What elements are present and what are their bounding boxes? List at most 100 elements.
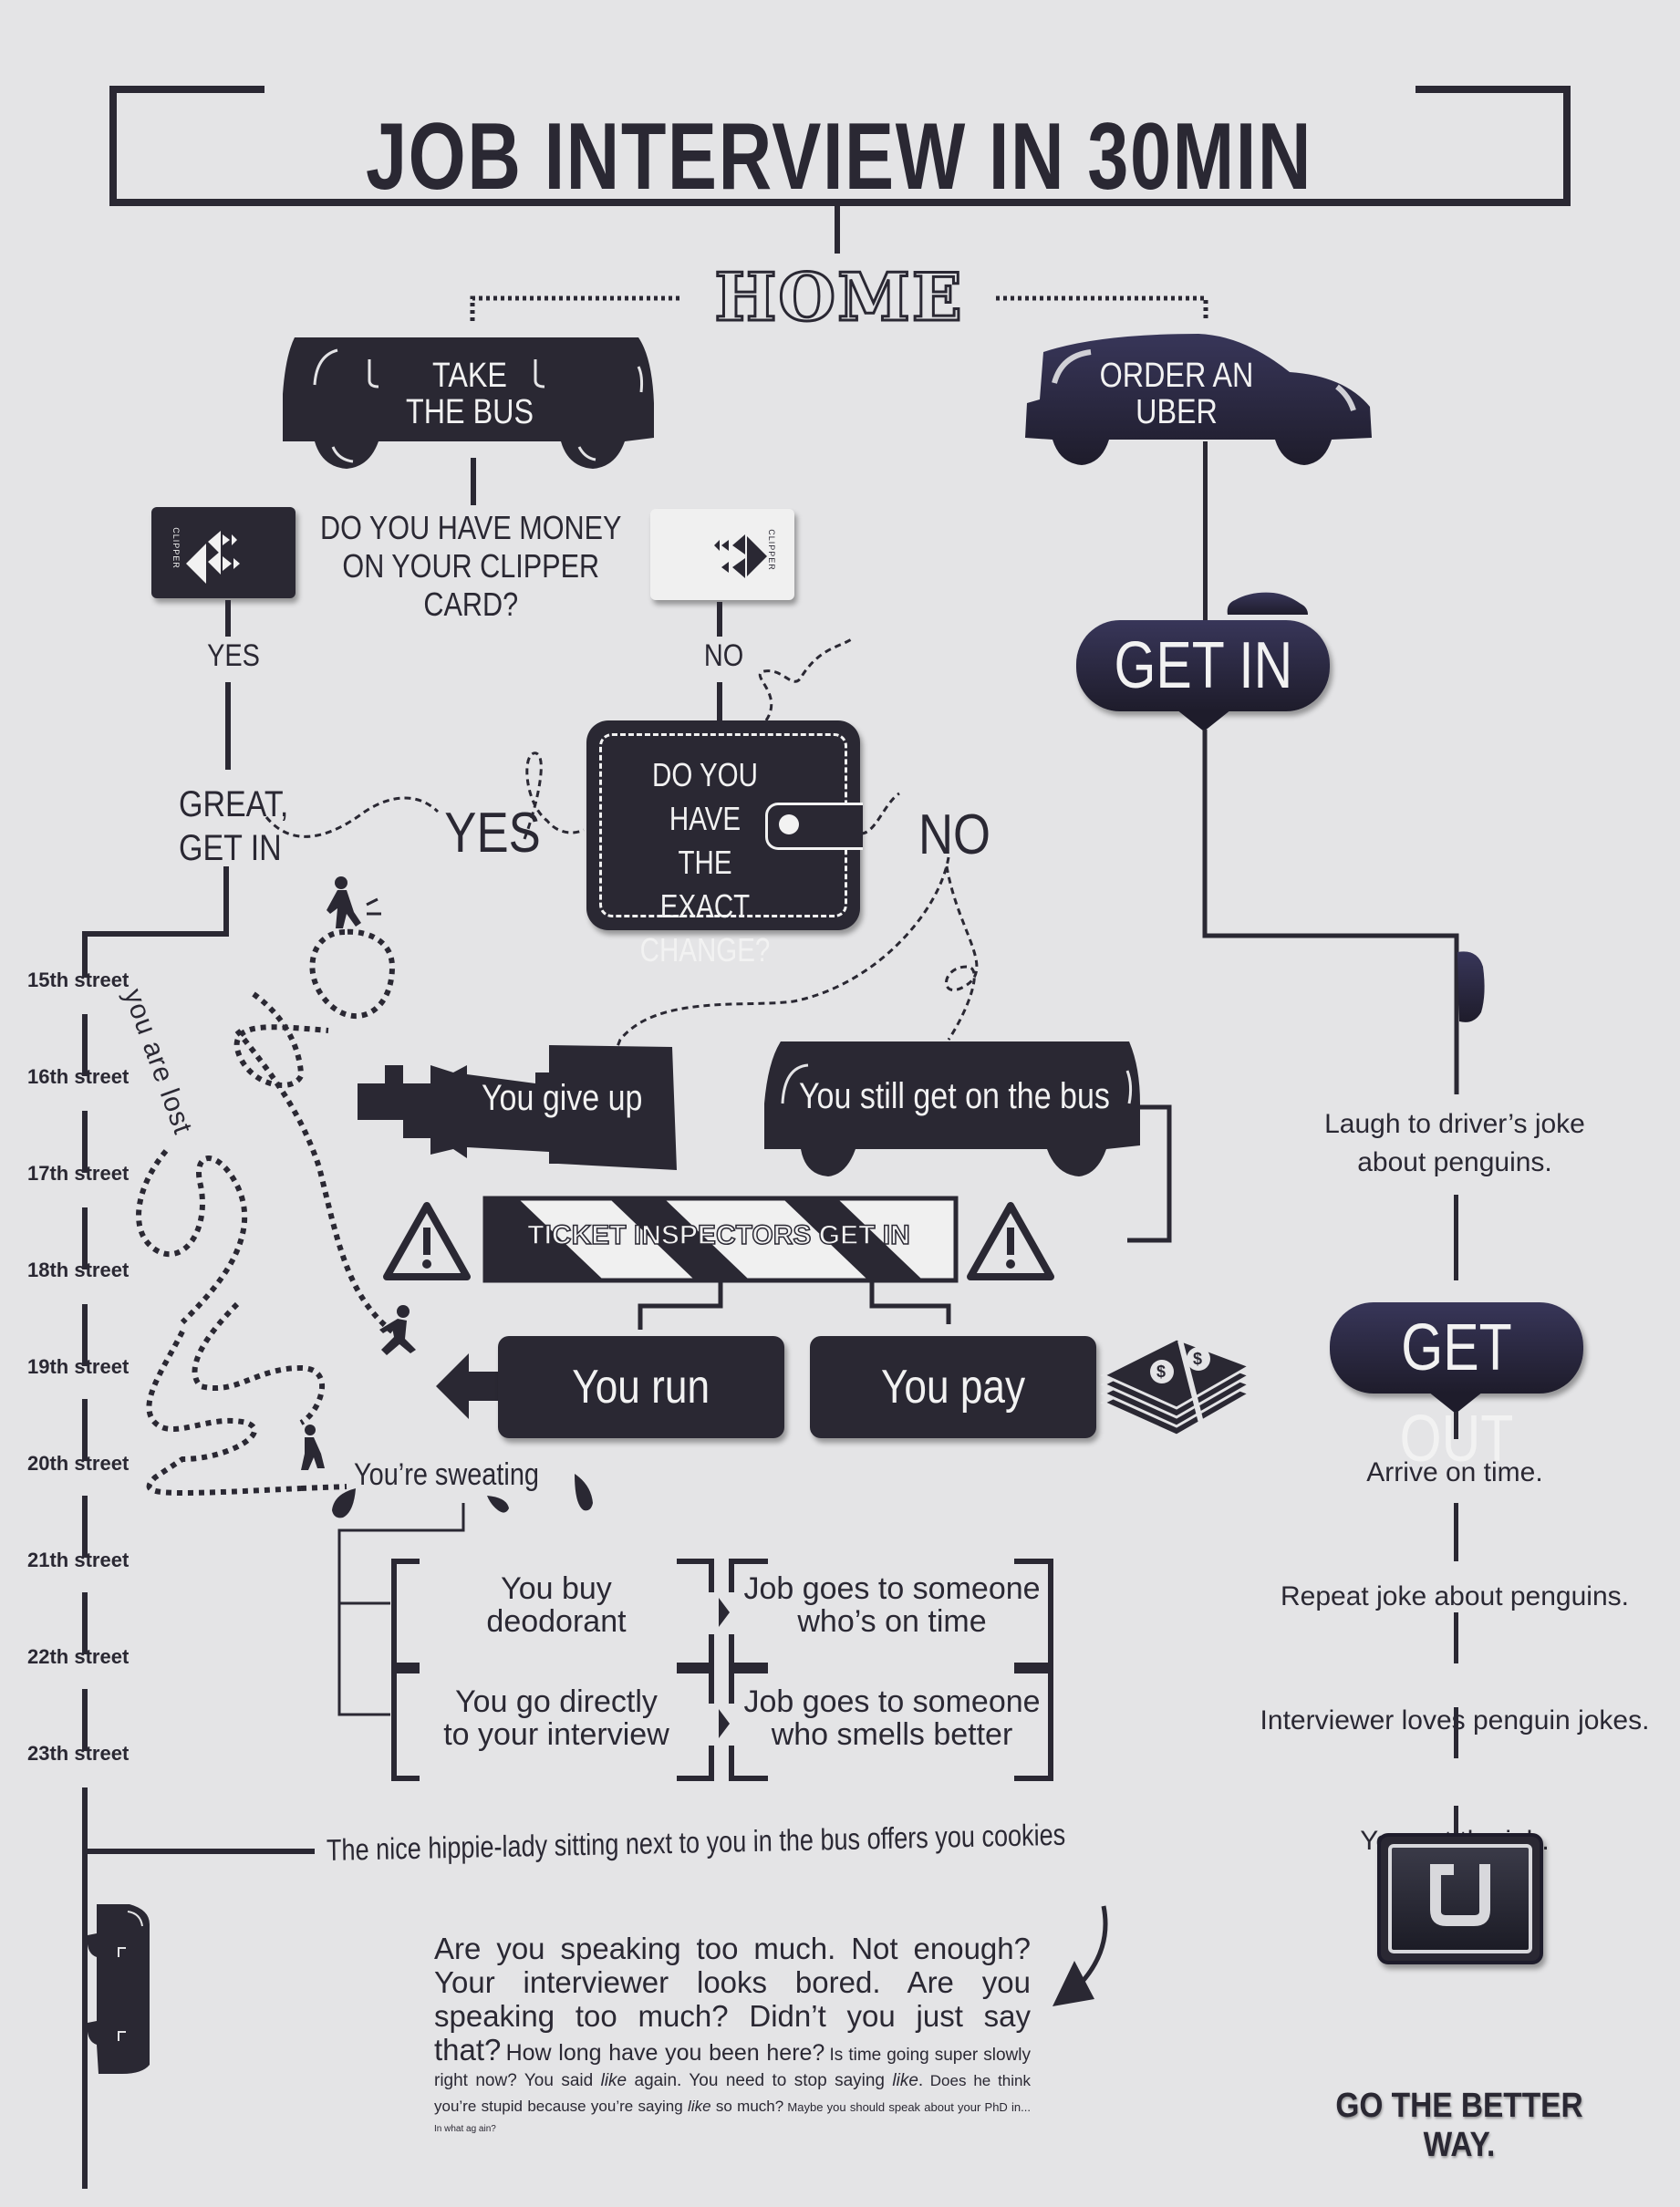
route-line — [1127, 1104, 1172, 1243]
like-emphasis: like — [688, 2098, 711, 2115]
uber-car-icon — [1025, 334, 1372, 465]
outcome-choice-2-line1: You go directly — [455, 1684, 658, 1719]
you-pay-label: You pay — [880, 1361, 1026, 1414]
connector — [471, 458, 476, 505]
order-uber-line1: ORDER AN — [1099, 357, 1254, 395]
clipper-no-label: NO — [703, 638, 744, 673]
clipper-card-dark-icon: CLIPPER — [151, 507, 296, 598]
clipper-question-line2: ON YOUR CLIPPER CARD? — [342, 547, 600, 623]
ticket-inspectors-banner — [482, 1196, 959, 1283]
you-run-label: You run — [572, 1361, 710, 1414]
street-label: 17th street — [27, 1162, 130, 1185]
clipper-card-light-icon: CLIPPER — [650, 509, 794, 600]
route-line — [638, 1280, 951, 1330]
street-label: 19th street — [27, 1355, 130, 1378]
outcome-choice-1: You buy deodorant — [415, 1572, 698, 1638]
ticket-inspectors-label: TICKET INSPECTORS GET IN — [527, 1219, 911, 1251]
uber-step-arrive: Arrive on time. — [1366, 1457, 1543, 1487]
street-label: 15th street — [27, 969, 130, 991]
connector — [225, 682, 231, 770]
wallet-question-line3: CHANGE? — [639, 931, 771, 969]
warning-icon — [967, 1202, 1054, 1280]
wallet-clasp-icon — [765, 803, 863, 850]
outcome-choice-2: You go directly to your interview — [415, 1685, 698, 1751]
fallen-chess-king-icon — [358, 1045, 677, 1170]
order-uber-label: ORDER AN UBER — [1099, 357, 1254, 430]
street-label: 23th street — [27, 1742, 130, 1765]
anxiety-text-large: Are you speaking too much. Not enough? Y… — [434, 1932, 1031, 2067]
great-get-in-label: GREAT, GET IN — [179, 782, 288, 870]
street-label: 18th street — [27, 1259, 130, 1281]
route-line — [82, 866, 229, 965]
walking-person-icon — [327, 876, 381, 928]
connector — [225, 600, 231, 637]
connector — [717, 682, 722, 724]
svg-text:$: $ — [1193, 1350, 1202, 1368]
anxiety-text-small: again. You need to stop saying — [627, 2071, 893, 2090]
bus-icon — [764, 1041, 1140, 1176]
wallet-question-line2: THE EXACT — [659, 844, 751, 925]
wallet-question-line1: DO YOU HAVE — [652, 756, 758, 837]
sweating-label: You’re sweating — [354, 1457, 539, 1492]
street-label: 20th street — [27, 1452, 130, 1475]
outcome-result-2: Job goes to someone who smells better — [737, 1685, 1047, 1751]
uber-logo-icon — [1377, 1833, 1543, 1964]
page-title: JOB INTERVIEW IN 30MIN — [366, 104, 1312, 210]
clipper-question: DO YOU HAVE MONEY ON YOUR CLIPPER CARD? — [312, 509, 630, 624]
wallet-no-label: NO — [918, 803, 991, 866]
bus-icon — [283, 337, 654, 469]
small-car-icon — [1227, 592, 1308, 615]
pill-pointer — [1177, 710, 1231, 731]
get-in-node: GET IN — [1076, 620, 1330, 711]
anxiety-text-small: . — [918, 2071, 924, 2090]
still-get-on-bus-node: You still get on the bus — [799, 1076, 1110, 1116]
great-get-in-line2: GET IN — [179, 828, 282, 868]
get-out-node: GET OUT — [1330, 1302, 1583, 1476]
tagline: GO THE BETTER WAY. — [1335, 2087, 1583, 2164]
anxiety-paragraph: Are you speaking too much. Not enough? Y… — [434, 1932, 1031, 2136]
sweat-drop-icon — [332, 1488, 356, 1518]
connector — [717, 602, 722, 637]
connector — [1454, 1707, 1458, 1758]
you-run-node: You run — [498, 1336, 784, 1438]
you-pay-node: You pay — [810, 1336, 1096, 1438]
street-route-line — [82, 965, 315, 2189]
connector — [1454, 1612, 1458, 1663]
outcome-choice-2-line2: to your interview — [443, 1717, 669, 1752]
wallet-question-node: DO YOU HAVE THE EXACT CHANGE? — [586, 720, 863, 969]
take-bus-label-line1: TAKE — [432, 357, 507, 395]
pill-pointer — [1428, 1392, 1483, 1414]
clipper-question-line1: DO YOU HAVE MONEY — [320, 509, 622, 546]
walking-person-icon — [301, 1425, 325, 1470]
outcome-result-2-line1: Job goes to someone — [743, 1684, 1041, 1719]
anxiety-text-tiniest: In what ag ain? — [434, 2124, 496, 2134]
clipper-yes-label: YES — [207, 638, 260, 673]
money-stack-icon: $ $ — [1100, 1337, 1253, 1437]
svg-text:$: $ — [1156, 1363, 1166, 1381]
curved-arrow-icon — [1053, 1905, 1108, 2006]
running-person-icon — [379, 1305, 416, 1355]
anxiety-text-medium: How long have you been here? — [505, 2040, 825, 2066]
home-start-node: HOME — [713, 258, 964, 336]
connector — [1454, 1503, 1458, 1561]
outcome-result-1: Job goes to someone who’s on time — [737, 1572, 1047, 1638]
connector — [1454, 1412, 1458, 1439]
give-up-node: You give up — [482, 1078, 643, 1118]
take-bus-label-line2: THE BUS — [405, 393, 534, 431]
left-arrow-icon — [436, 1353, 509, 1419]
anxiety-text-small: Is time going super slowly right now? Yo… — [434, 2046, 1031, 2090]
get-in-label: GET IN — [1114, 629, 1292, 702]
like-emphasis: like — [892, 2071, 918, 2090]
small-car-topdown-icon — [1457, 951, 1485, 1022]
street-label: 21th street — [27, 1549, 130, 1571]
sweat-drop-icon — [575, 1474, 593, 1511]
street-label: 22th street — [27, 1645, 130, 1668]
uber-step-repeat: Repeat joke about penguins. — [1281, 1581, 1629, 1611]
route-line — [1202, 730, 1459, 1094]
wallet-question-text: DO YOU HAVE THE EXACT CHANGE? — [630, 753, 780, 972]
anxiety-text-smaller: so much? — [710, 2098, 784, 2115]
anxiety-text-tiny: Maybe you should speak about your PhD in… — [783, 2100, 1031, 2114]
uber-step-laugh: Laugh to driver’s joke about penguins. — [1324, 1109, 1585, 1177]
outcome-result-1-line2: who’s on time — [797, 1604, 987, 1639]
